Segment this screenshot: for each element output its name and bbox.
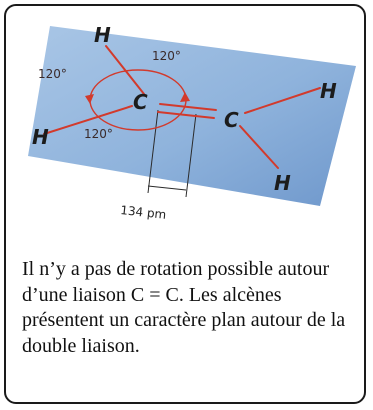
bond-c-h-top-left — [105, 45, 145, 95]
bond-c-h-top-right — [244, 87, 321, 114]
arc-arrowhead — [85, 94, 94, 104]
atom-c-right: C — [224, 108, 239, 132]
figure-caption: Il n’y a pas de rotation possible autour… — [22, 258, 346, 357]
figure-frame: H H C C H H 120° 120° 120° 134 pm Il n’y… — [4, 4, 366, 404]
double-bond-lower — [157, 111, 215, 119]
bond-c-h-bottom-right — [239, 125, 279, 169]
atom-h-top-left: H — [94, 23, 111, 47]
bond-length-label: 134 pm — [120, 203, 167, 222]
angle-label-bottom: 120° — [84, 127, 113, 141]
angle-label-top: 120° — [152, 49, 181, 63]
angle-label-left: 120° — [38, 67, 67, 81]
bond-c-h-left — [43, 105, 133, 135]
atom-c-left: C — [133, 90, 148, 114]
arc-arrowhead — [180, 92, 190, 102]
ethylene-diagram: H H C C H H 120° 120° 120° 134 pm — [20, 6, 366, 231]
bond-lines — [43, 45, 321, 169]
atom-h-bottom-right: H — [274, 171, 291, 195]
atom-h-top-right: H — [320, 79, 337, 103]
double-bond-upper — [159, 103, 217, 111]
bond-length-guides — [147, 109, 197, 198]
atom-h-left: H — [32, 125, 49, 149]
